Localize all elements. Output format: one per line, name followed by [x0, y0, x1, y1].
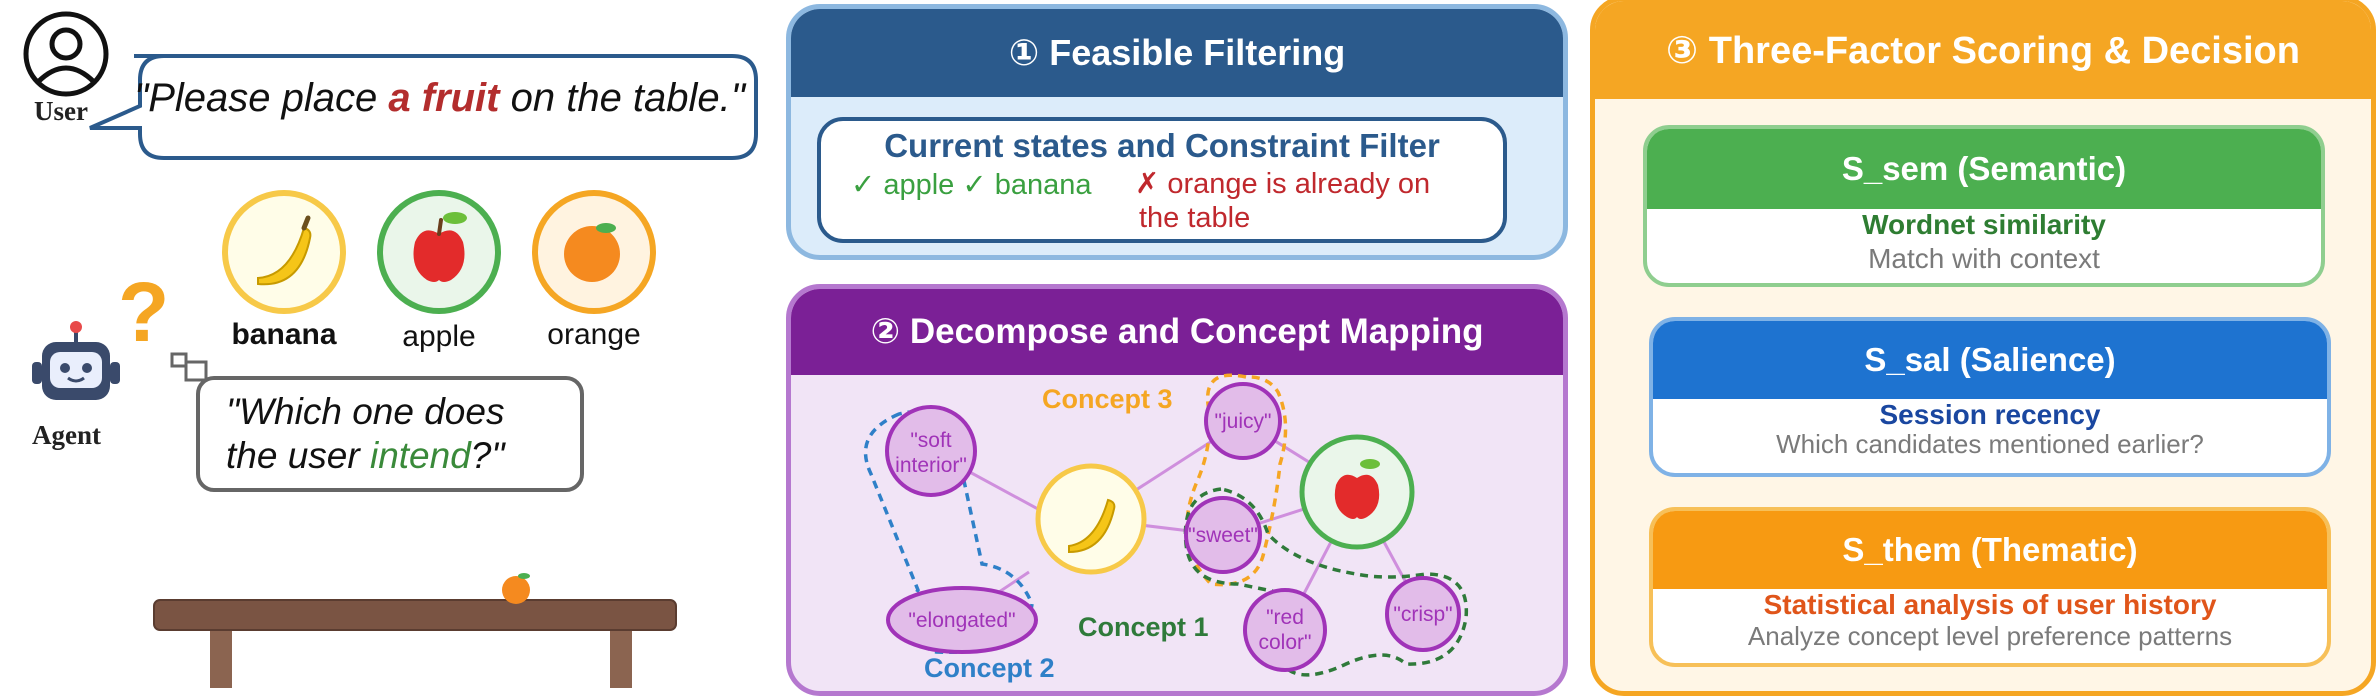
panel2-title: ② Decompose and Concept Mapping: [791, 289, 1563, 375]
node-soft-interior: [885, 405, 977, 497]
node-crisp: [1385, 576, 1461, 652]
node-sweet: [1184, 496, 1262, 574]
agent-quote: "Which one does the user intend?": [226, 390, 505, 478]
question-mark: ?: [118, 265, 170, 359]
apple-node-icon: [1299, 434, 1415, 550]
rejected-item: ✗ orange is already on the table: [1135, 168, 1431, 234]
card-semantic-sub2: Match with context: [1868, 243, 2100, 274]
node-red-text-1: "red: [1266, 606, 1304, 629]
user-quote-close: on the table.": [499, 76, 745, 120]
orange-icon: [532, 190, 656, 314]
card-semantic-sub1: Wordnet similarity: [1862, 209, 2106, 240]
node-crisp-text: "crisp": [1393, 603, 1452, 626]
fruit-label-orange: orange: [547, 318, 641, 351]
agent-quote-emphasis: intend: [369, 435, 471, 476]
card-salience-head: S_sal (Salience): [1653, 321, 2327, 399]
panel1-title: ① Feasible Filtering: [791, 9, 1563, 97]
user-speech-bubble: [89, 54, 758, 160]
concept2-label: Concept 2: [924, 653, 1055, 683]
agent-speech-bubble: [170, 352, 584, 492]
concept-graph: "soft interior" "elongated" "juicy" "swe…: [863, 373, 1469, 683]
table-icon: [153, 573, 677, 688]
panel-three-factor-scoring: ③ Three-Factor Scoring & Decision S_sem …: [1590, 0, 2376, 696]
card-salience: S_sal (Salience) Session recency Which c…: [1649, 317, 2331, 477]
card-salience-sub1: Session recency: [1879, 399, 2101, 430]
node-elongated-text: "elongated": [908, 609, 1015, 632]
node-sweet-text: "sweet": [1188, 524, 1258, 547]
node-red-text-2: color": [1259, 631, 1312, 654]
agent-label: Agent: [32, 420, 101, 450]
node-red-color: [1243, 588, 1327, 672]
agent-quote-line1: "Which one does: [226, 391, 505, 432]
panel-feasible-filtering: ① Feasible Filtering Current states and …: [786, 4, 1568, 260]
card-thematic-sub1: Statistical analysis of user history: [1763, 589, 2217, 620]
user-quote: "Please place a fruit on the table.": [134, 76, 745, 121]
concept3-label: Concept 3: [1042, 384, 1173, 414]
fruit-label-apple: apple: [402, 320, 476, 353]
card-semantic: S_sem (Semantic) Wordnet similarity Matc…: [1643, 125, 2325, 287]
node-elongated: [886, 586, 1038, 654]
panel3-title: ③ Three-Factor Scoring & Decision: [1595, 1, 2371, 99]
card-thematic-head: S_them (Thematic): [1653, 511, 2327, 589]
card-salience-sub2: Which candidates mentioned earlier?: [1776, 429, 2204, 459]
agent-quote-line2: the user intend?": [226, 435, 505, 476]
banana-node-icon: [1035, 463, 1147, 575]
feasible-items: ✓ apple ✓ banana: [851, 169, 1092, 201]
node-juicy: [1204, 382, 1282, 460]
user-quote-open: "Please place: [134, 76, 389, 120]
user-quote-emphasis: a fruit: [388, 76, 500, 120]
user-label: User: [34, 96, 88, 126]
banana-icon: [222, 190, 346, 314]
constraint-filter-box: Current states and Constraint Filter ✓ a…: [817, 117, 1507, 243]
card-semantic-head: S_sem (Semantic): [1647, 129, 2321, 209]
user-avatar-icon: [23, 11, 109, 97]
agent-robot-icon: [32, 321, 120, 400]
card-thematic: S_them (Thematic) Statistical analysis o…: [1649, 507, 2331, 667]
concept3-outline: [1185, 373, 1288, 587]
apple-icon: [377, 190, 501, 314]
card-thematic-sub2: Analyze concept level preference pattern…: [1747, 621, 2233, 651]
node-soft-text-2: interior": [895, 454, 967, 477]
node-juicy-text: "juicy": [1215, 410, 1272, 433]
node-soft-text-1: "soft: [910, 429, 951, 452]
fruit-label-banana: banana: [231, 318, 337, 351]
concept1-label: Concept 1: [1078, 612, 1209, 642]
constraint-filter-title: Current states and Constraint Filter: [884, 127, 1440, 164]
concept1-outline: [1183, 487, 1469, 677]
